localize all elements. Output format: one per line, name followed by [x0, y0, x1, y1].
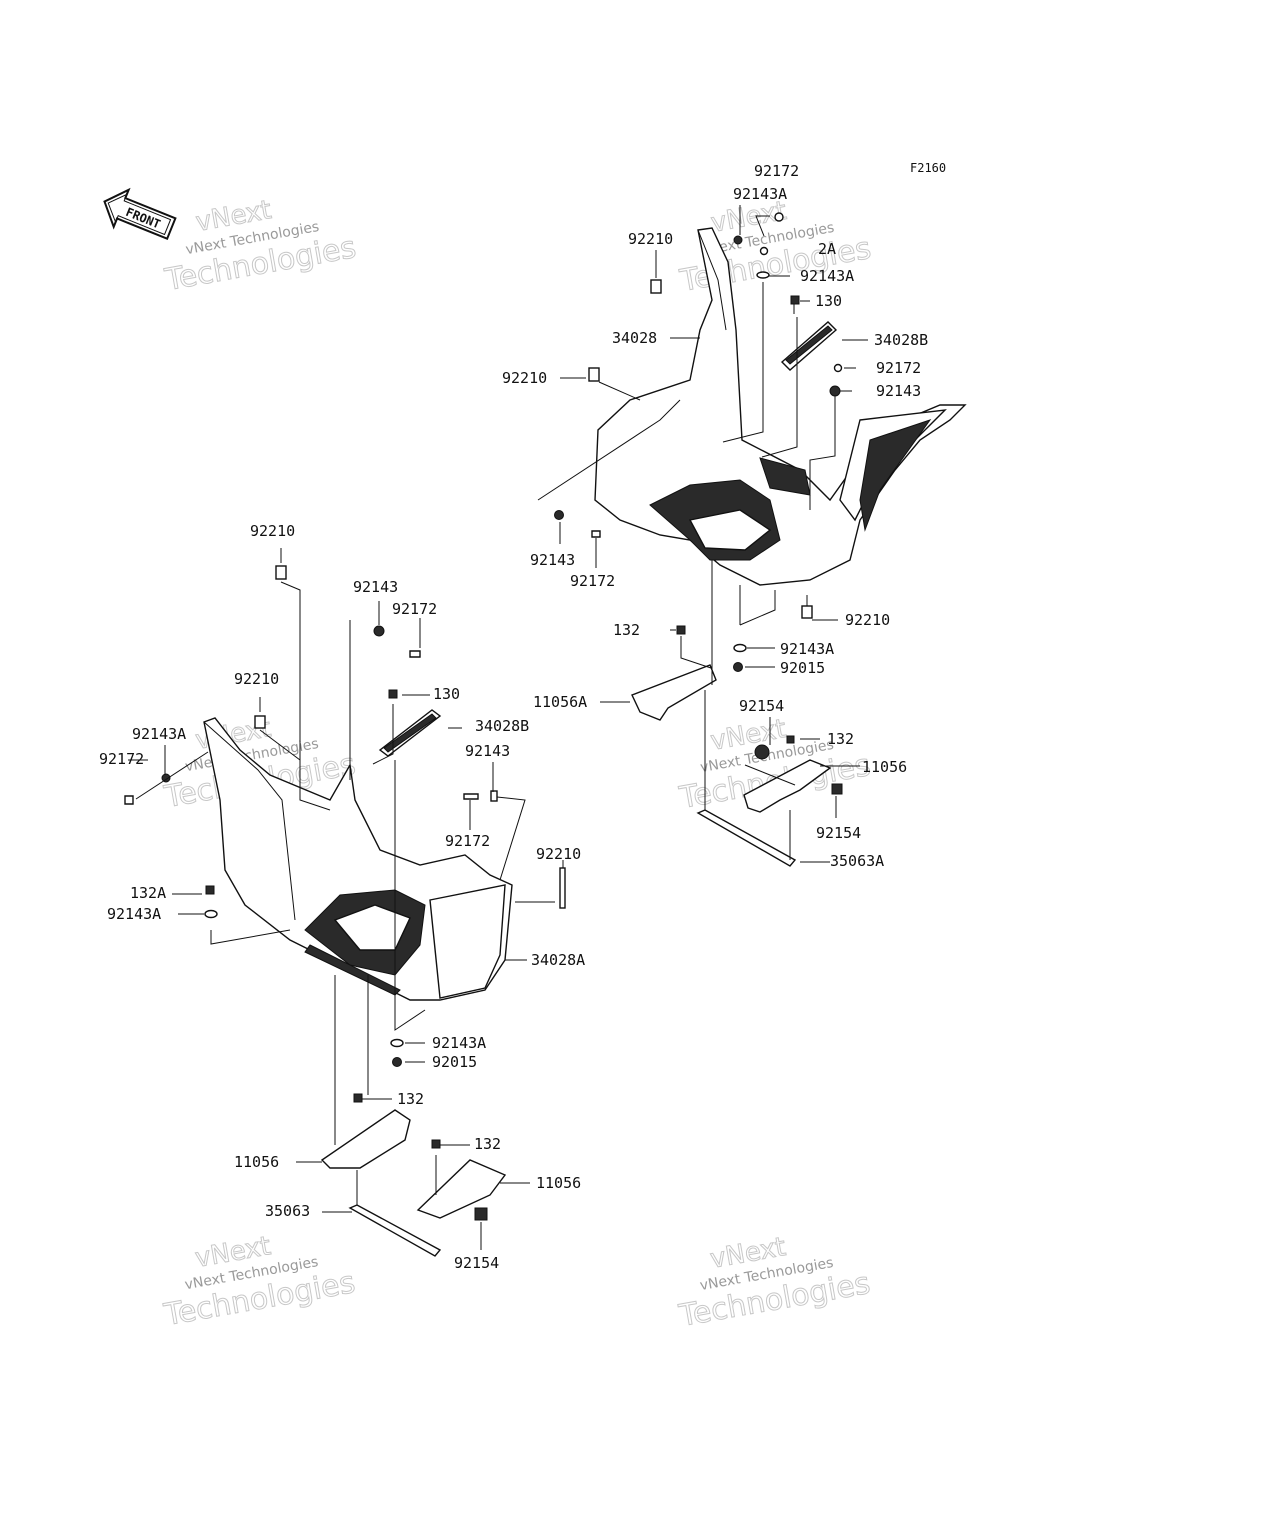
figure-code: F2160	[910, 161, 946, 175]
label-130: 130	[433, 685, 460, 703]
label-92143A: 92143A	[432, 1034, 486, 1052]
bracket-11056-left	[320, 1109, 411, 1169]
label-92143A: 92143A	[780, 640, 834, 658]
label-92143: 92143	[353, 578, 398, 596]
label-92210: 92210	[628, 230, 673, 248]
label-11056: 11056	[862, 758, 907, 776]
screw-2A	[759, 246, 769, 256]
label-35063A: 35063A	[830, 852, 884, 870]
screw-92172-far-left	[124, 795, 134, 805]
label-92210: 92210	[845, 611, 890, 629]
front-arrow-icon: FRONT	[103, 187, 177, 241]
washer-92143A-top	[733, 235, 743, 245]
label-92143: 92143	[876, 382, 921, 400]
bolt-132-left	[353, 1093, 363, 1103]
bracket-11056	[743, 759, 832, 813]
label-92172: 92172	[392, 600, 437, 618]
clip-92210-low	[801, 605, 813, 619]
label-92210: 92210	[234, 670, 279, 688]
washer-92143-2	[829, 385, 841, 397]
label-92143A: 92143A	[132, 725, 186, 743]
label-130: 130	[815, 292, 842, 310]
label-92172: 92172	[570, 572, 615, 590]
label-11056: 11056	[536, 1174, 581, 1192]
clip-92210-mid	[588, 367, 600, 382]
label-92015: 92015	[432, 1053, 477, 1071]
label-92210: 92210	[250, 522, 295, 540]
nut-92015-left	[392, 1057, 402, 1067]
label-92015: 92015	[780, 659, 825, 677]
bolt-130	[790, 295, 800, 314]
washer-92143-left	[554, 510, 564, 520]
bushing-92154-a	[754, 744, 770, 760]
label-34028: 34028	[612, 329, 657, 347]
label-92154: 92154	[739, 697, 784, 715]
label-132: 132	[474, 1135, 501, 1153]
washer-92143A-low-left	[390, 1038, 404, 1048]
label-92172: 92172	[876, 359, 921, 377]
clip-92143-mid	[490, 790, 498, 802]
pin-92210-right	[559, 867, 566, 909]
label-92172: 92172	[445, 832, 490, 850]
nut-92015	[733, 662, 743, 672]
label-34028B: 34028B	[475, 717, 529, 735]
label-92172: 92172	[754, 162, 799, 180]
label-34028A: 34028A	[531, 951, 585, 969]
label-92154: 92154	[454, 1254, 499, 1272]
bolt-132A	[205, 885, 215, 895]
bolt-92154-b	[831, 783, 843, 795]
bolt-132	[676, 625, 686, 635]
washer-92143A-2	[204, 909, 218, 919]
label-92210: 92210	[502, 369, 547, 387]
watermark-top-left: vNext vNext Technologies Technologies	[161, 195, 359, 299]
stay-35063A	[696, 809, 797, 867]
washer-92143A-left	[161, 773, 171, 783]
screw-92172-mid	[463, 793, 479, 800]
bolt-132-b-left	[431, 1139, 441, 1149]
screw-92172-left	[409, 650, 421, 658]
bracket-11056-b-left	[416, 1159, 507, 1219]
screw-92172-2	[833, 363, 843, 373]
label-132A: 132A	[130, 884, 166, 902]
label-92143: 92143	[465, 742, 510, 760]
screw-92172-left	[591, 530, 601, 538]
label-92143: 92143	[530, 551, 575, 569]
washer-92143A-2	[756, 271, 770, 279]
label-132: 132	[613, 621, 640, 639]
watermark-bottom-right: vNext vNext Technologies Technologies	[675, 1232, 873, 1335]
label-92154: 92154	[816, 824, 861, 842]
label-2A: 2A	[818, 240, 836, 258]
washer-92143-left	[373, 625, 385, 637]
bolt-132-b	[786, 735, 795, 744]
bolt-130-left	[388, 689, 398, 699]
label-92143A: 92143A	[733, 185, 787, 203]
label-132: 132	[397, 1090, 424, 1108]
right-footboard-assembly: 92172 92143A 92210 2A 92143A 130 34028 3…	[502, 162, 967, 870]
label-132: 132	[827, 730, 854, 748]
left-footboard-assembly: 92210 92143 92172 92210 130 34028B 92143…	[99, 522, 585, 1272]
label-35063: 35063	[265, 1202, 310, 1220]
clip-92210-top	[650, 279, 662, 294]
clip-92210-top-left	[275, 565, 287, 580]
bolt-92154-left	[474, 1207, 488, 1221]
watermark-bottom-left: vNext vNext Technologies Technologies	[160, 1231, 358, 1334]
label-11056: 11056	[234, 1153, 279, 1171]
label-92210: 92210	[536, 845, 581, 863]
washer-92143A-low	[733, 643, 747, 653]
screw-92172-top	[774, 212, 784, 222]
label-11056A: 11056A	[533, 693, 587, 711]
label-92143A: 92143A	[107, 905, 161, 923]
label-92143A: 92143A	[800, 267, 854, 285]
label-92172: 92172	[99, 750, 144, 768]
label-34028B: 34028B	[874, 331, 928, 349]
clip-92210-mid-left	[254, 715, 266, 729]
stay-35063	[348, 1204, 442, 1257]
bracket-11056A	[631, 664, 717, 721]
